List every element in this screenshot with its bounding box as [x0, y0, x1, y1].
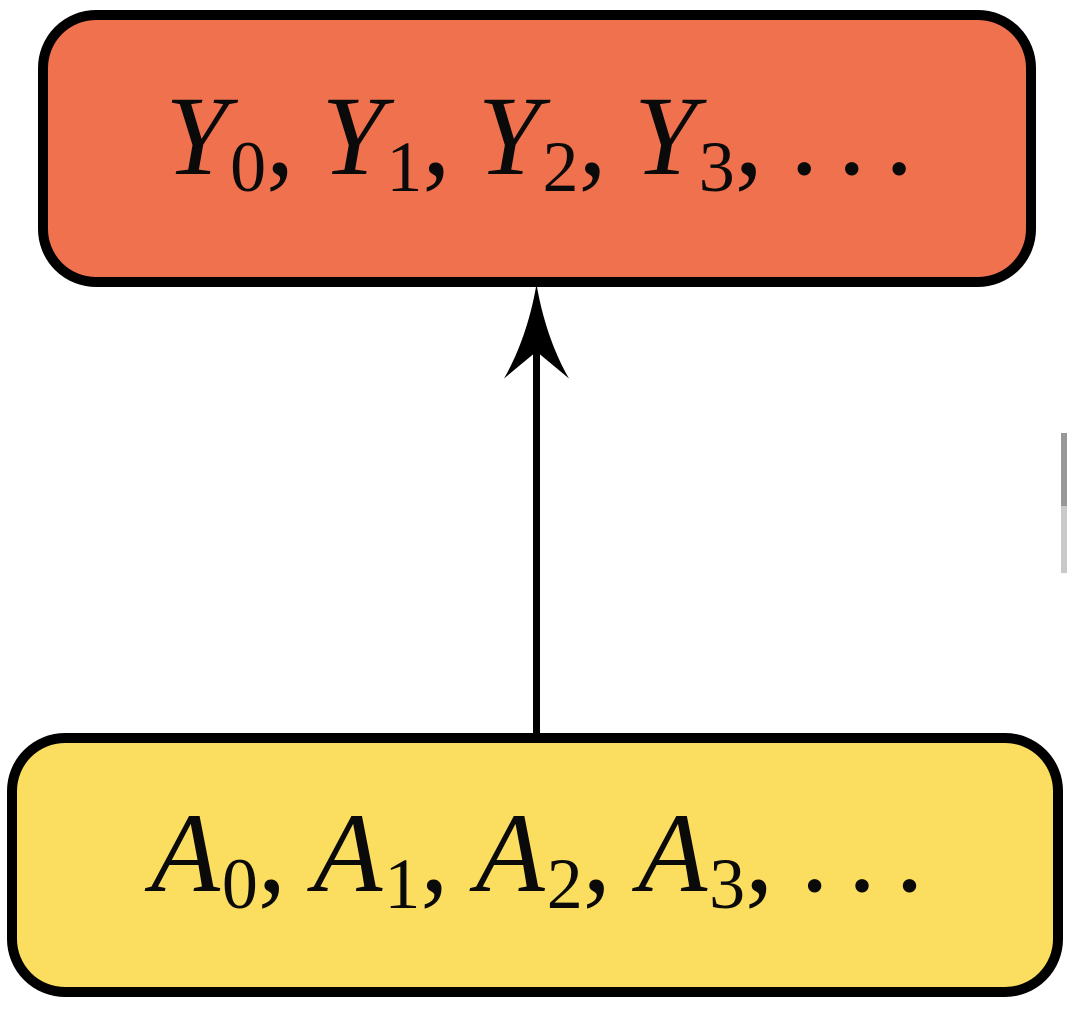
math-variable: Y — [321, 74, 385, 200]
math-variable: Y — [633, 74, 697, 200]
node-y-label: Y0,Y1,Y2,Y3,. . . — [165, 74, 913, 207]
ellipsis: . . . — [790, 74, 913, 200]
comma-separator: , — [422, 74, 451, 200]
math-subscript: 2 — [542, 127, 579, 208]
math-subscript: 2 — [546, 843, 583, 924]
comma-separator: , — [420, 790, 449, 916]
scrollbar-fragment-top — [1061, 433, 1067, 506]
comma-separator: , — [734, 74, 763, 200]
math-subscript: 1 — [384, 843, 421, 924]
scrollbar-fragment-bottom — [1061, 505, 1067, 573]
math-variable: Y — [165, 74, 229, 200]
math-term: Y0, — [165, 74, 321, 207]
node-a-label: A0,A1,A2,A3,. . . — [150, 790, 924, 924]
math-term: A3, — [638, 790, 800, 923]
comma-separator: , — [745, 790, 774, 916]
arrowhead-up-icon — [504, 284, 569, 379]
math-term: Y3, — [633, 74, 790, 207]
math-term: A0, — [150, 790, 313, 923]
math-subscript: 0 — [221, 843, 258, 924]
math-subscript: 1 — [386, 127, 423, 208]
math-variable: A — [638, 790, 708, 916]
math-term: Y2, — [477, 74, 634, 207]
math-variable: A — [150, 790, 220, 916]
math-variable: Y — [477, 74, 541, 200]
math-subscript: 3 — [698, 127, 735, 208]
ellipsis: . . . — [800, 790, 923, 916]
math-variable: A — [313, 790, 383, 916]
comma-separator: , — [266, 74, 295, 200]
math-term: A1, — [313, 790, 475, 923]
math-variable: A — [475, 790, 545, 916]
math-subscript: 3 — [709, 843, 746, 924]
node-y-sequence: Y0,Y1,Y2,Y3,. . . — [38, 10, 1036, 287]
comma-separator: , — [257, 790, 287, 916]
math-term: A2, — [475, 790, 638, 923]
comma-separator: , — [578, 74, 607, 200]
math-subscript: 0 — [230, 127, 267, 208]
comma-separator: , — [582, 790, 611, 916]
math-term: Y1, — [321, 74, 477, 207]
node-a-sequence: A0,A1,A2,A3,. . . — [7, 733, 1063, 997]
scrollbar-fragment[interactable] — [1061, 433, 1067, 573]
